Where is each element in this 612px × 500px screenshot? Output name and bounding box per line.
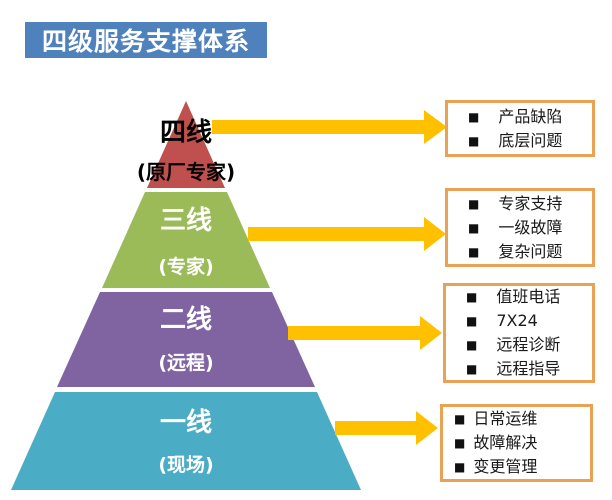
list-item: ■ 一级故障 xyxy=(468,216,592,240)
list-item: ■ 远程诊断 xyxy=(466,333,592,357)
bullet-square-icon: ■ xyxy=(454,460,466,474)
bullet-square-icon: ■ xyxy=(468,244,480,259)
bullet-square-icon: ■ xyxy=(468,220,480,235)
level-4-name: 四线 xyxy=(159,118,213,148)
list-item-text: 变更管理 xyxy=(473,457,538,476)
callout-box-level-1: ■ 日常运维 ■ 故障解决 ■ 变更管理 xyxy=(440,404,593,482)
bullet-square-icon: ■ xyxy=(454,436,466,450)
pyramid-level-2-shape xyxy=(57,292,315,387)
callout-box-level-3: ■ 专家支持 ■ 一级故障 ■ 复杂问题 xyxy=(445,188,595,267)
level-3-sublabel: (专家) xyxy=(158,256,214,278)
arrow-level-4-icon xyxy=(212,110,447,144)
pyramid-level-1-shape xyxy=(11,392,361,490)
bullet-square-icon: ■ xyxy=(466,362,478,376)
pyramid-level-3-shape xyxy=(102,192,270,288)
arrow-level-2-icon xyxy=(288,316,442,350)
arrow-level-3-icon xyxy=(248,217,446,251)
list-item-text: 底层问题 xyxy=(498,130,563,150)
bullet-square-icon: ■ xyxy=(466,314,478,328)
list-item-text: 复杂问题 xyxy=(498,241,563,261)
list-item-text: 值班电话 xyxy=(496,287,561,306)
bullet-square-icon: ■ xyxy=(468,196,480,211)
bullet-square-icon: ■ xyxy=(466,290,478,304)
page-title-banner: 四级服务支撑体系 xyxy=(25,22,267,58)
level-4-sublabel: (原厂专家) xyxy=(136,160,236,184)
level-1-sublabel: (现场) xyxy=(158,454,214,476)
list-item: ■ 专家支持 xyxy=(468,192,592,216)
level-2-name: 二线 xyxy=(159,305,213,335)
list-item-text: 故障解决 xyxy=(473,433,538,452)
list-item: ■ 日常运维 xyxy=(454,407,590,431)
list-item-text: 一级故障 xyxy=(498,217,563,237)
pyramid-level-4-shape xyxy=(147,101,225,188)
callout-box-level-4: ■ 产品缺陷 ■ 底层问题 xyxy=(445,100,595,157)
list-item: ■ 底层问题 xyxy=(468,129,592,153)
list-item-text: 7X24 xyxy=(496,311,538,330)
list-item: ■ 值班电话 xyxy=(466,285,592,309)
level-1-name: 一线 xyxy=(159,408,213,438)
list-item: ■ 产品缺陷 xyxy=(468,105,592,129)
list-item: ■ 远程指导 xyxy=(466,357,592,381)
list-item: ■ 故障解决 xyxy=(454,431,590,455)
bullet-square-icon: ■ xyxy=(454,412,466,426)
bullet-square-icon: ■ xyxy=(466,338,478,352)
list-item-text: 远程指导 xyxy=(496,359,561,378)
callout-box-level-2: ■ 值班电话 ■ 7X24 ■ 远程诊断 ■ 远程指导 xyxy=(443,283,595,383)
level-3-name: 三线 xyxy=(159,206,213,236)
list-item-text: 日常运维 xyxy=(473,409,538,428)
arrow-level-1-icon xyxy=(335,411,438,445)
list-item: ■ 复杂问题 xyxy=(468,240,592,264)
list-item: ■ 变更管理 xyxy=(454,455,590,479)
level-2-sublabel: (远程) xyxy=(158,352,214,374)
list-item: ■ 7X24 xyxy=(466,309,592,333)
bullet-square-icon: ■ xyxy=(468,109,480,124)
list-item-text: 专家支持 xyxy=(498,193,563,213)
bullet-square-icon: ■ xyxy=(468,133,480,148)
list-item-text: 产品缺陷 xyxy=(498,106,563,126)
page-title: 四级服务支撑体系 xyxy=(41,27,250,56)
list-item-text: 远程诊断 xyxy=(496,335,561,354)
